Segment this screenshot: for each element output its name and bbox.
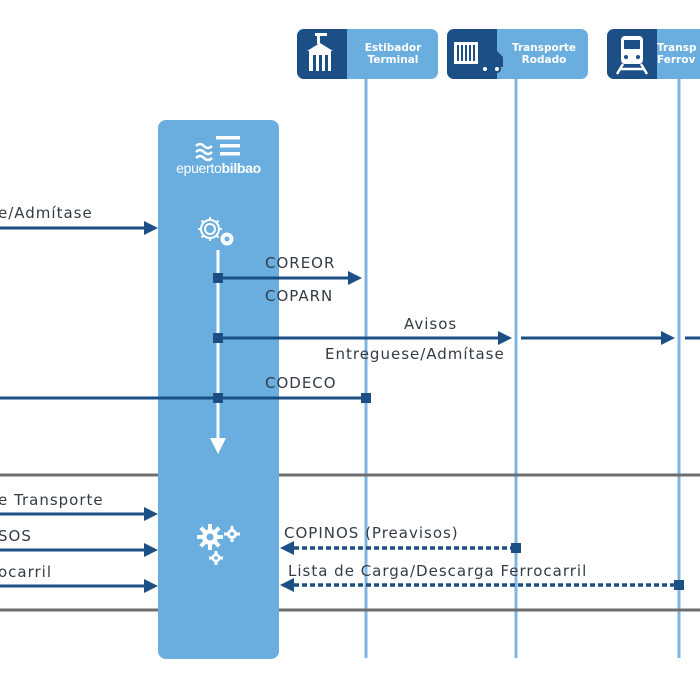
actor-estibador-line2: Terminal [367, 54, 419, 66]
label-codeco: CODECO [265, 374, 337, 392]
actor-transporte-ferroviario-line1: Transp [657, 42, 697, 54]
actor-transporte-rodado-line2: Rodado [521, 54, 567, 66]
actor-estibador-line1: Estibador [364, 42, 422, 54]
label-left-ferrocarril: ocarril [0, 563, 53, 581]
label-copinos: COPINOS (Preavisos) [284, 524, 459, 542]
label-left-transporte: e Transporte [0, 491, 104, 509]
gears-outline-icon [198, 217, 234, 246]
logo-suffix: bilbao [221, 160, 261, 176]
label-left-sos: SOS [0, 527, 32, 545]
label-avisos: Avisos [404, 315, 458, 333]
epuertobilbao-logo-text: epuertobilbao [158, 160, 279, 176]
logo-prefix: epuerto [176, 160, 222, 176]
gears-solid-icon [197, 524, 240, 565]
truck-cab-icon [481, 49, 503, 73]
actor-transporte-ferroviario-line2: Ferrov [657, 54, 696, 66]
actor-transporte-ferroviario: Transp Ferrov [607, 29, 700, 79]
label-coreor: COREOR [265, 254, 336, 272]
label-left-top: e/Admítase [0, 204, 93, 222]
label-entreguese: Entreguese/Admítase [325, 345, 505, 363]
label-lista-carga: Lista de Carga/Descarga Ferrocarril [288, 562, 588, 580]
label-coparn: COPARN [265, 287, 334, 305]
hub-flow-arrowhead [210, 438, 226, 454]
train-icon [607, 29, 657, 79]
actor-estibador: Estibador Terminal [297, 29, 438, 79]
actor-transporte-rodado-line1: Transporte [511, 42, 577, 54]
epuertobilbao-logo-icon [195, 136, 240, 162]
port-building-icon [297, 29, 347, 79]
actor-transporte-rodado: Transporte Rodado [447, 29, 588, 79]
